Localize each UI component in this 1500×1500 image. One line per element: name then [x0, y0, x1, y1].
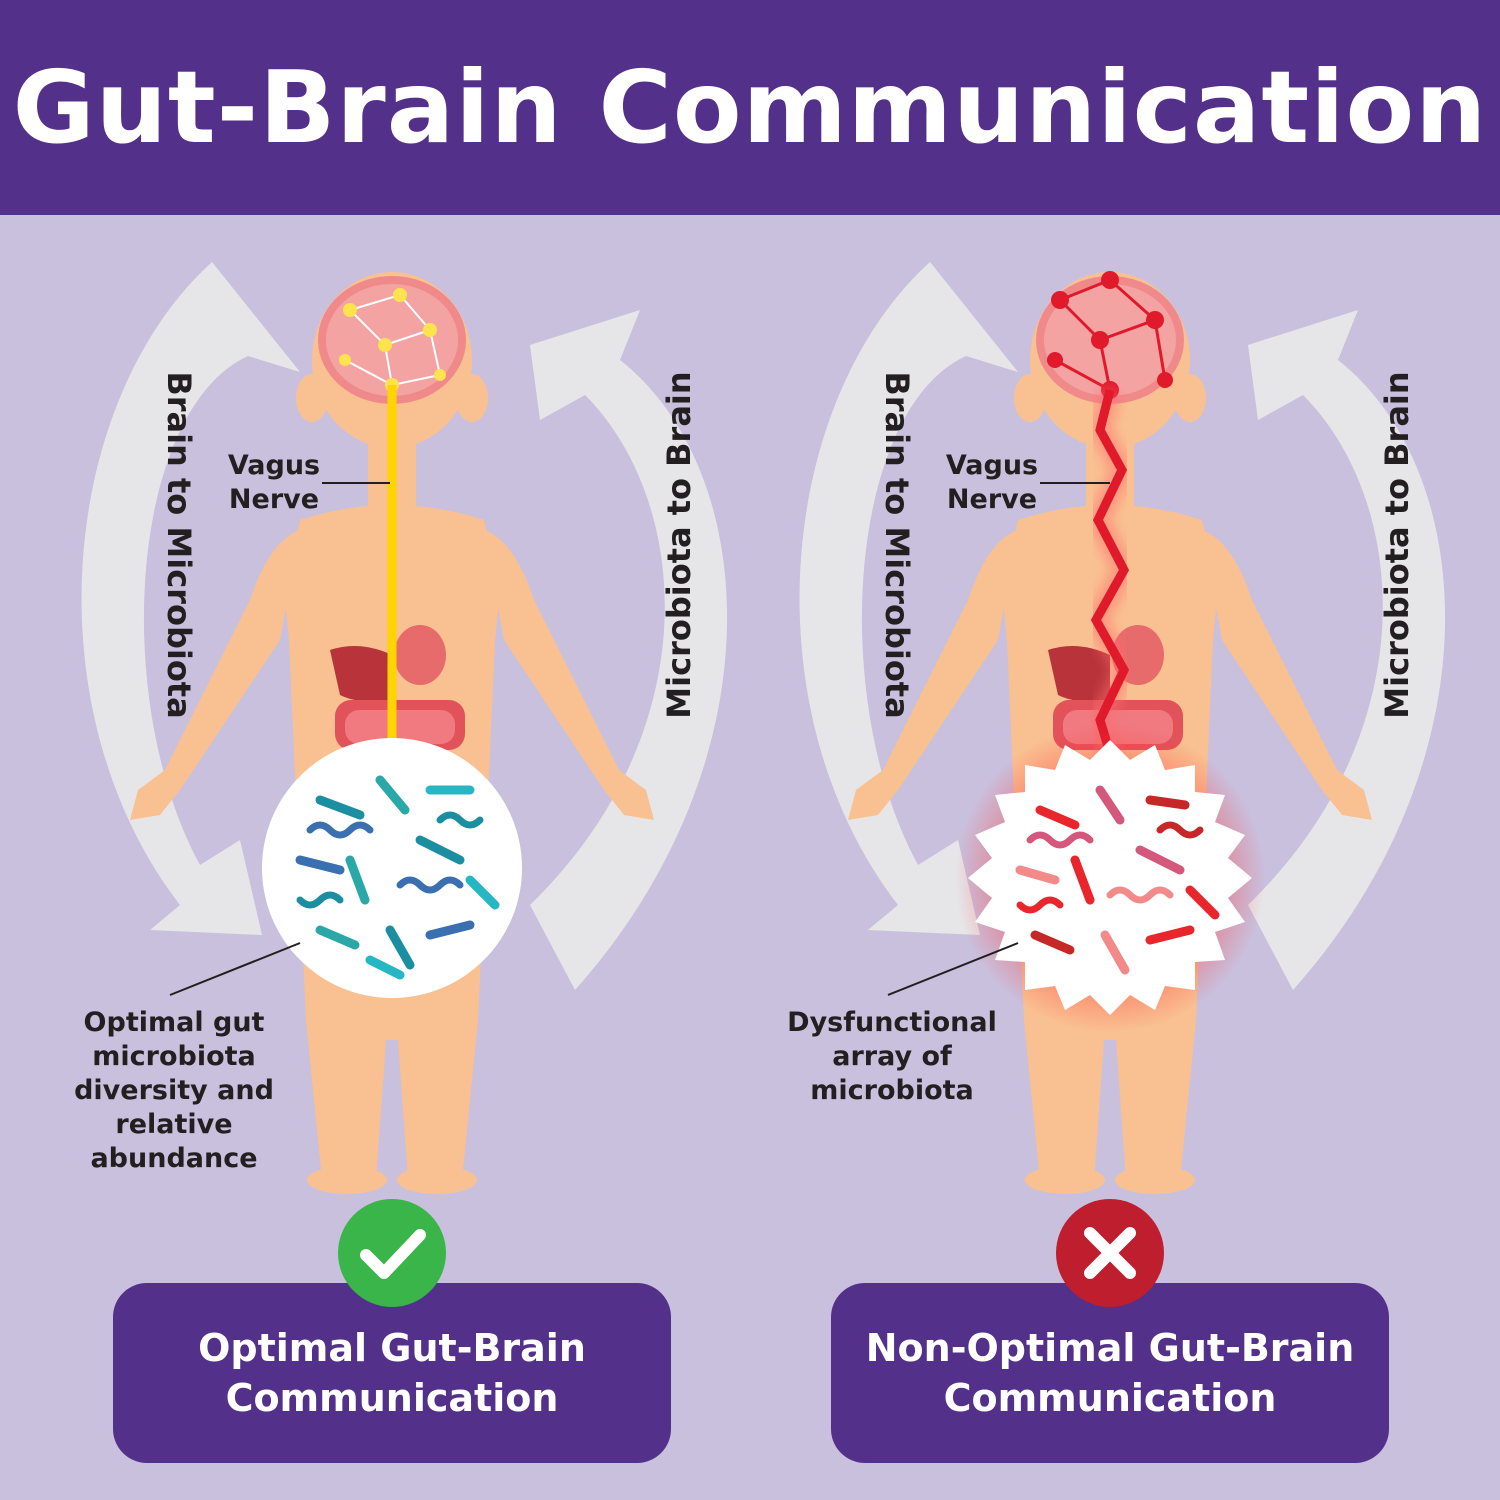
cross-icon: [1056, 1199, 1164, 1307]
arrow-label-microbiota-to-brain-left: Microbiota to Brain: [660, 371, 698, 718]
arrow-brain-to-microbiota-right: [799, 262, 1018, 935]
page-title: Gut-Brain Communication: [12, 49, 1488, 166]
microbiota-label-left: Optimal gut microbiota diversity and rel…: [74, 1007, 274, 1174]
arrow-microbiota-to-brain-left: [530, 310, 728, 990]
organs-left: [330, 625, 465, 750]
vagus-label-right: Vagus Nerve: [945, 450, 1039, 515]
vagus-label-left: Vagus Nerve: [227, 450, 321, 515]
result-box-non-optimal: Non-Optimal Gut-Brain Communication: [831, 1283, 1389, 1463]
microbiota-label-right: Dysfunctional array of microbiota: [787, 1007, 997, 1106]
microbiota-circle-left: [262, 738, 522, 998]
microbiota-pointer-right: [887, 942, 1019, 996]
title-bar: Gut-Brain Communication: [0, 0, 1500, 215]
result-box-optimal: Optimal Gut-Brain Communication: [113, 1283, 671, 1463]
arrow-microbiota-to-brain-right: [1248, 310, 1446, 990]
microbiota-pointer-left: [169, 942, 301, 996]
arrow-brain-to-microbiota-left: [81, 262, 300, 935]
microbes-left: [295, 775, 500, 980]
arrow-label-microbiota-to-brain-right: Microbiota to Brain: [1378, 371, 1416, 718]
brain-left: [318, 276, 466, 404]
arrow-label-brain-to-microbiota-left: Brain to Microbiota: [160, 371, 198, 718]
left-panel: [81, 262, 728, 1194]
arrow-label-brain-to-microbiota-right: Brain to Microbiota: [878, 371, 916, 718]
check-icon: [338, 1199, 446, 1307]
brain-right: [1036, 271, 1184, 404]
microbes-right: [1015, 785, 1220, 975]
right-panel: [799, 262, 1446, 1194]
